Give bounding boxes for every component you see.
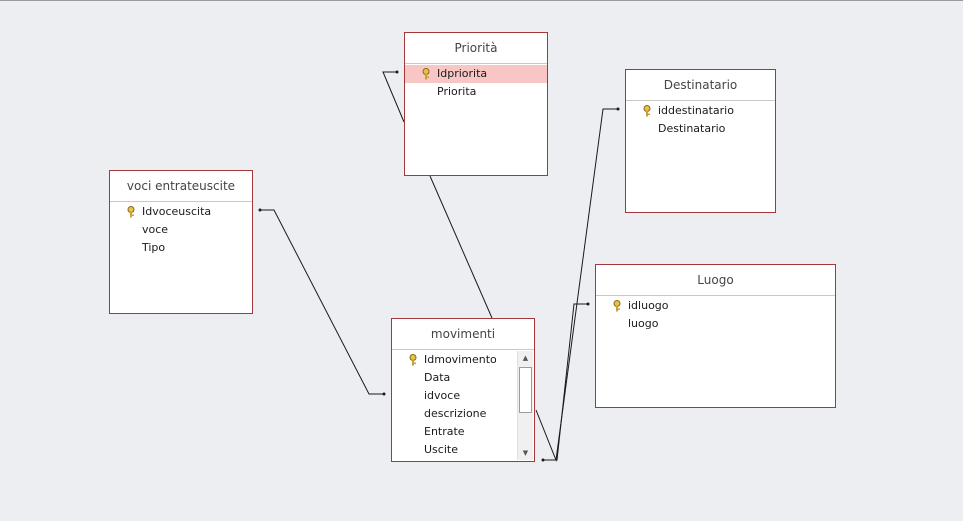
field-idluogo[interactable]: idluogo (596, 297, 835, 315)
field-label: idvoce (424, 389, 461, 402)
field-luogo[interactable]: luogo (596, 315, 835, 333)
field-label: Destinatario (658, 122, 726, 135)
table-title[interactable]: voci entrateuscite (110, 171, 252, 202)
relation-voci-movimenti (260, 209, 384, 395)
field-iddestinatario[interactable]: iddestinatario (626, 102, 775, 120)
field-uscite[interactable]: Uscite (392, 441, 534, 459)
key-icon (613, 300, 621, 312)
field-idmovimento[interactable]: Idmovimento (392, 351, 534, 369)
field-label: descrizione (424, 407, 487, 420)
relation-movimenti-destinatario (535, 108, 618, 462)
field-label: Data (424, 371, 451, 384)
field-label: Tipo (142, 241, 166, 254)
field-data[interactable]: Data (392, 369, 534, 387)
field-label: iddestinatario (658, 104, 734, 117)
table-movimenti[interactable]: movimenti Idmovimento Data idvoce descri… (391, 318, 535, 462)
scrollbar-thumb[interactable] (519, 367, 532, 413)
field-label: Priorita (437, 85, 477, 98)
window-top-border (0, 0, 963, 1)
field-tipo[interactable]: Tipo (110, 239, 252, 257)
field-idvoce[interactable]: idvoce (392, 387, 534, 405)
scroll-down-arrow-icon[interactable]: ▼ (522, 449, 529, 457)
table-title[interactable]: Luogo (596, 265, 835, 296)
table-priorita[interactable]: Priorità Idpriorita Priorita (404, 32, 548, 176)
key-icon (422, 68, 430, 80)
table-title[interactable]: movimenti (392, 319, 534, 350)
table-luogo[interactable]: Luogo idluogo luogo (595, 264, 836, 408)
field-label: Uscite (424, 443, 458, 456)
field-label: luogo (628, 317, 659, 330)
table-title[interactable]: Priorità (405, 33, 547, 64)
relation-priorita-key (382, 71, 405, 123)
scroll-up-arrow-icon[interactable]: ▲ (522, 354, 529, 362)
key-icon (409, 354, 417, 366)
field-label: Entrate (424, 425, 465, 438)
field-priorita[interactable]: Priorita (405, 83, 547, 101)
field-label: Idpriorita (437, 67, 488, 80)
table-title[interactable]: Destinatario (626, 70, 775, 101)
field-voce[interactable]: voce (110, 221, 252, 239)
vertical-scrollbar[interactable]: ▲ ▼ (517, 351, 533, 460)
key-icon (127, 206, 135, 218)
field-idvoceuscita[interactable]: Idvoceuscita (110, 203, 252, 221)
relation-movimenti-luogo (543, 303, 588, 461)
field-descrizione[interactable]: descrizione (392, 405, 534, 423)
field-destinatario[interactable]: Destinatario (626, 120, 775, 138)
field-idpriorita[interactable]: Idpriorita (405, 65, 547, 83)
table-voci-entrateuscite[interactable]: voci entrateuscite Idvoceuscita voce Tip… (109, 170, 253, 314)
field-label: Idmovimento (424, 353, 497, 366)
table-destinatario[interactable]: Destinatario iddestinatario Destinatario (625, 69, 776, 213)
key-icon (643, 105, 651, 117)
field-label: idluogo (628, 299, 669, 312)
field-label: Idvoceuscita (142, 205, 212, 218)
field-entrate[interactable]: Entrate (392, 423, 534, 441)
relation-movimenti-priorita (429, 175, 493, 319)
field-label: voce (142, 223, 169, 236)
